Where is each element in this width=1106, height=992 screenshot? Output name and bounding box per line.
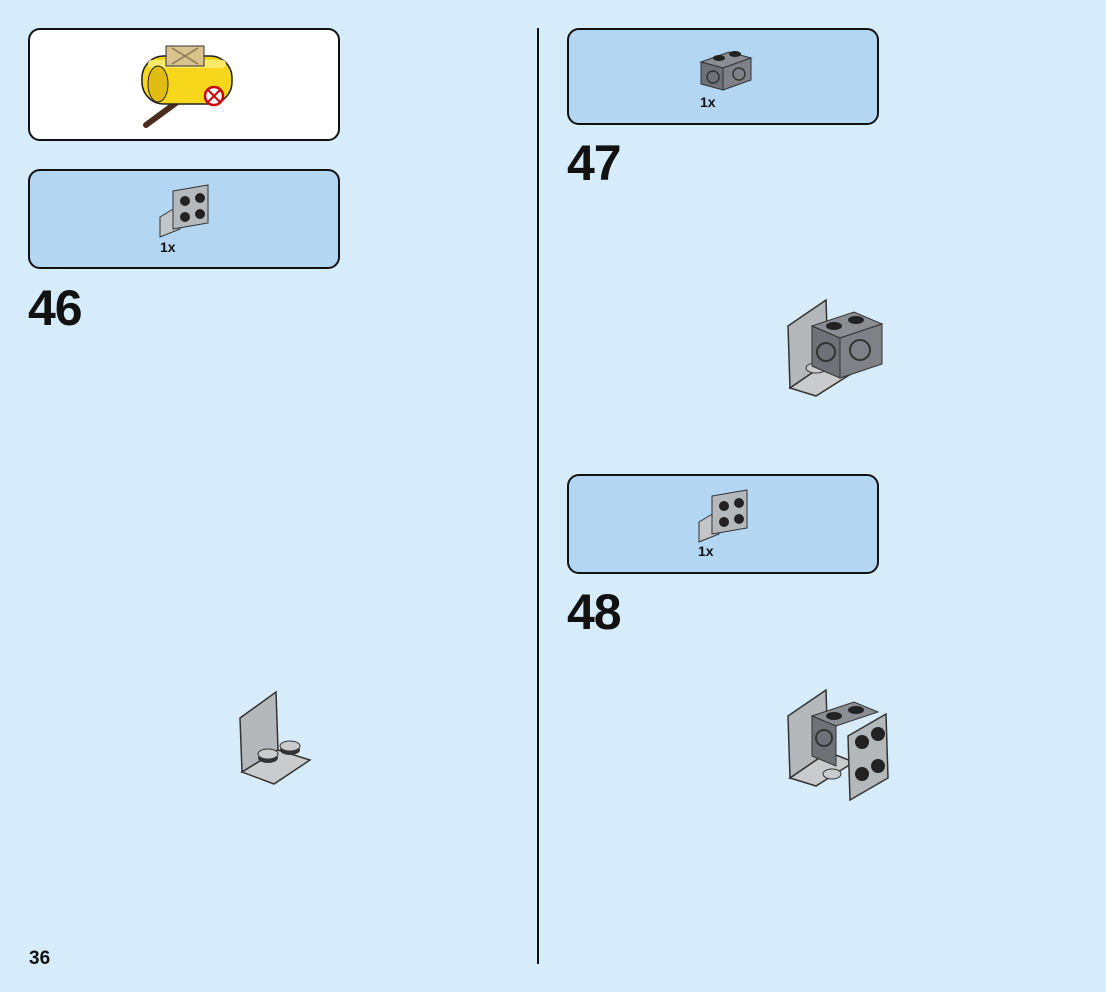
step-number: 46 xyxy=(28,280,83,336)
bracket-part-icon xyxy=(159,184,209,238)
subassembly-callout xyxy=(28,28,340,141)
page-number: 36 xyxy=(29,948,51,969)
step-47-parts-list: 1x xyxy=(567,28,879,125)
column-divider xyxy=(537,28,539,964)
bracket-build-stage-48-icon xyxy=(787,688,889,802)
step-number: 48 xyxy=(567,584,622,640)
step-number: 47 xyxy=(567,135,622,191)
step-46-parts-list: 1x xyxy=(28,169,340,269)
part-quantity: 1x xyxy=(698,543,714,559)
bracket-build-stage-47-icon xyxy=(787,298,884,397)
part-quantity: 1x xyxy=(700,94,716,110)
technic-brick-part-icon xyxy=(699,51,753,91)
bracket-build-stage-46-icon xyxy=(239,690,312,785)
part-quantity: 1x xyxy=(160,239,176,255)
yellow-tank-subassembly-icon xyxy=(141,45,233,128)
step-48-parts-list: 1x xyxy=(567,474,879,574)
bracket-part-icon xyxy=(698,489,748,543)
